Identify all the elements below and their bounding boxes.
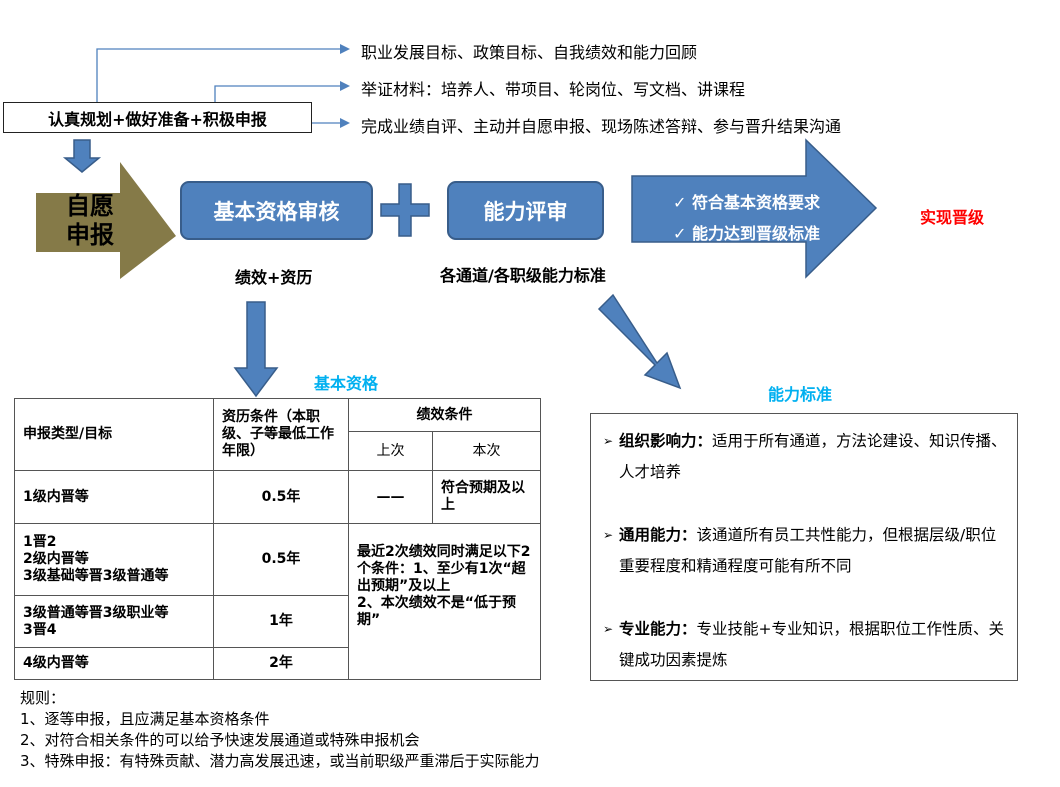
ability-review-sub: 各通道/各职级能力标准: [440, 266, 606, 285]
table-header-row: 申报类型/目标 资历条件（本职级、子等最低工作年限） 绩效条件: [14, 398, 541, 471]
self-apply-line-2: 申报: [66, 221, 114, 249]
down-arrow-small: [62, 139, 102, 173]
header-last: 上次: [348, 431, 433, 471]
row-type: 3级普通等晋3级职业等 3晋4: [14, 595, 214, 648]
ability-item-text: 专业技能+专业知识，根据职位工作性质、关键成功因素提炼: [619, 620, 1005, 669]
ability-item-general: ➢ 通用能力：该通道所有员工共性能力，但根据层级/职位重要程度和精通程度可能有所…: [603, 520, 1007, 582]
start-box: 认真规划+做好准备+积极申报: [3, 102, 312, 133]
row-seniority: 2年: [213, 647, 349, 680]
table-row: 4级内晋等 2年: [14, 647, 541, 680]
down-arrow-basic: [233, 301, 279, 398]
row-this: 符合预期及以上: [432, 470, 541, 524]
ability-item-head: 专业能力：: [619, 620, 697, 638]
top-item-review: 职业发展目标、政策目标、自我绩效和能力回顾: [361, 43, 698, 62]
merged-performance-condition: 最近2次绩效同时满足以下2个条件：1、至少有1次“超出预期”及以上 2、本次绩效…: [348, 523, 541, 680]
header-this: 本次: [432, 431, 541, 471]
self-apply-arrow: [36, 162, 176, 279]
basic-review-sub: 绩效+资历: [235, 268, 313, 287]
ability-item-text: 适用于所有通道，方法论建设、知识传播、人才培养: [619, 432, 1007, 481]
row-type: 1级内晋等: [14, 470, 214, 524]
header-performance: 绩效条件: [348, 398, 541, 432]
section-title-basic: 基本资格: [314, 374, 379, 393]
top-item-process: 完成业绩自评、主动并自愿申报、现场陈述答辩、参与晋升结果沟通: [361, 117, 842, 136]
row-type: 4级内晋等: [14, 647, 214, 680]
arrow-bullet-icon: ➢: [603, 622, 614, 636]
ability-item-text: 该通道所有员工共性能力，但根据层级/职位重要程度和精通程度可能有所不同: [619, 526, 997, 575]
header-type: 申报类型/目标: [14, 398, 214, 471]
top-item-evidence: 举证材料：培养人、带项目、轮岗位、写文档、讲课程: [361, 80, 746, 99]
rule-item: 3、特殊申报：有特殊贡献、潜力高发展迅速，或当前职级严重滞后于实际能力: [20, 752, 540, 770]
row-last: ——: [348, 470, 433, 524]
rules-title: 规则：: [20, 689, 66, 707]
ability-review-box: 能力评审: [447, 181, 604, 240]
diagonal-arrow: [597, 293, 682, 390]
connector-arrowheads: [340, 44, 350, 128]
section-title-ability: 能力标准: [768, 385, 833, 404]
arrow-bullet-icon: ➢: [603, 434, 614, 448]
big-right-arrow: [631, 138, 878, 279]
header-seniority: 资历条件（本职级、子等最低工作年限）: [213, 398, 349, 471]
row-seniority: 0.5年: [213, 470, 349, 524]
ability-item-head: 组织影响力：: [619, 432, 713, 450]
self-apply-line-1: 自愿: [66, 192, 114, 220]
table-row: 1级内晋等 0.5年 —— 符合预期及以上: [14, 470, 541, 524]
row-seniority: 1年: [213, 595, 349, 648]
result-label: 实现晋级: [920, 208, 985, 227]
self-apply-label: 自愿 申报: [66, 192, 114, 250]
check-ability-standard: ✓ 能力达到晋级标准: [673, 224, 820, 243]
arrow-bullet-icon: ➢: [603, 528, 614, 542]
check-basic-qualification: ✓ 符合基本资格要求: [673, 193, 820, 212]
rule-item: 1、逐等申报，且应满足基本资格条件: [20, 710, 270, 728]
ability-item-head: 通用能力：: [619, 526, 697, 544]
plus-icon: [380, 183, 430, 237]
qualification-table: 申报类型/目标 资历条件（本职级、子等最低工作年限） 绩效条件 上次 本次 1级…: [14, 398, 541, 680]
rule-item: 2、对符合相关条件的可以给予快速发展通道或特殊申报机会: [20, 731, 420, 749]
connector-lines: [96, 48, 340, 124]
rules-block: 规则： 1、逐等申报，且应满足基本资格条件 2、对符合相关条件的可以给予快速发展…: [20, 688, 540, 772]
basic-review-box: 基本资格审核: [180, 181, 373, 240]
row-seniority: 0.5年: [213, 523, 349, 596]
row-type: 1晋2 2级内晋等 3级基础等晋3级普通等: [14, 523, 214, 596]
table-row: 3级普通等晋3级职业等 3晋4 1年: [14, 595, 541, 648]
table-row: 1晋2 2级内晋等 3级基础等晋3级普通等 0.5年 最近2次绩效同时满足以下2…: [14, 523, 541, 680]
ability-item-professional: ➢ 专业能力：专业技能+专业知识，根据职位工作性质、关键成功因素提炼: [603, 614, 1007, 676]
ability-item-organizational: ➢ 组织影响力：适用于所有通道，方法论建设、知识传播、人才培养: [603, 426, 1007, 488]
ability-standards-box: ➢ 组织影响力：适用于所有通道，方法论建设、知识传播、人才培养 ➢ 通用能力：该…: [590, 413, 1018, 681]
